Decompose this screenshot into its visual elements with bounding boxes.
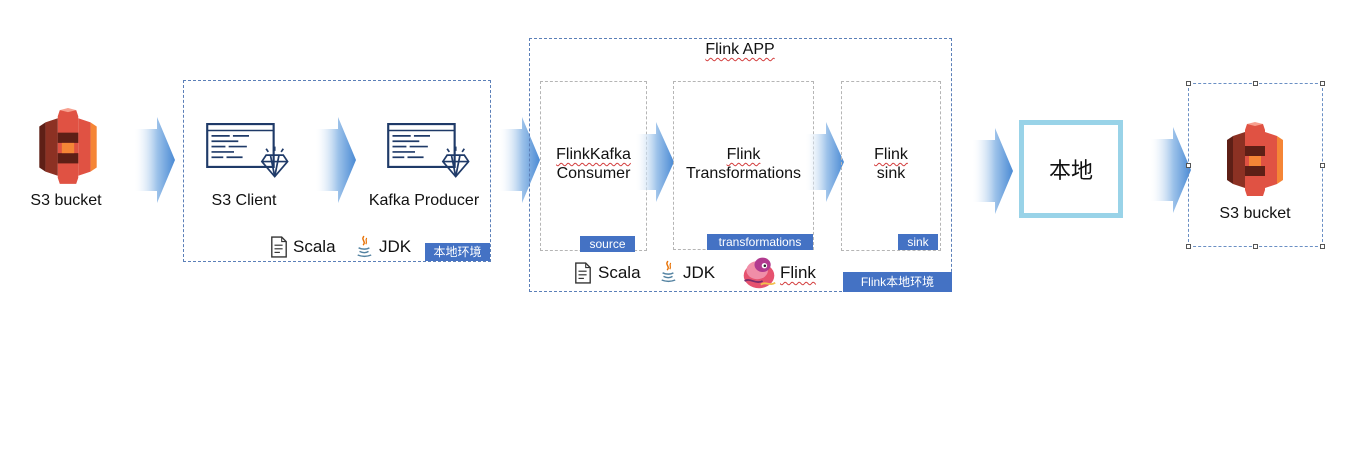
- resize-handle[interactable]: [1253, 244, 1258, 249]
- flow-arrow: [636, 122, 674, 202]
- resize-handle[interactable]: [1320, 244, 1325, 249]
- s3-client-code-icon: [204, 123, 294, 183]
- resize-handle[interactable]: [1253, 81, 1258, 86]
- local-env-tag: 本地环境: [425, 243, 490, 261]
- flow-arrow: [500, 117, 540, 203]
- s3-bucket-icon: [1222, 120, 1288, 200]
- flow-arrow: [973, 128, 1013, 214]
- jdk-label: JDK: [683, 263, 716, 282]
- document-icon: [574, 262, 592, 284]
- s3-bucket-icon: [34, 106, 102, 188]
- transformations-label: Flink Transformations: [686, 146, 801, 182]
- flow-arrow: [1151, 127, 1191, 213]
- local-node-box: 本地: [1019, 120, 1123, 218]
- java-icon: [659, 259, 677, 283]
- resize-handle[interactable]: [1186, 81, 1191, 86]
- document-icon: [270, 236, 288, 258]
- local-node-label: 本地: [1048, 158, 1093, 183]
- flow-arrow: [806, 122, 844, 202]
- flink-logo-icon: [741, 254, 777, 290]
- resize-handle[interactable]: [1320, 163, 1325, 168]
- flink-label: Flink: [780, 263, 816, 282]
- s3-client-label: S3 Client: [211, 192, 277, 209]
- sink-box: [841, 81, 941, 251]
- flink-app-title: Flink APP: [705, 41, 775, 58]
- resize-handle[interactable]: [1186, 163, 1191, 168]
- scala-label: Scala: [598, 263, 641, 282]
- resize-handle[interactable]: [1186, 244, 1191, 249]
- consumer-label: FlinkKafka Consumer: [556, 146, 631, 182]
- scala-label: Scala: [293, 237, 336, 256]
- source-bucket-label: S3 bucket: [30, 192, 102, 209]
- jdk-label: JDK: [379, 237, 412, 256]
- flink-app-group: [529, 38, 952, 292]
- transformations-tag: transformations: [707, 234, 813, 250]
- kafka-producer-label: Kafka Producer: [368, 192, 480, 209]
- local-env-group: [183, 80, 491, 262]
- kafka-producer-code-icon: [385, 123, 475, 183]
- flow-arrow: [316, 117, 356, 203]
- sink-label: Flink sink: [874, 146, 908, 182]
- flow-arrow: [135, 117, 175, 203]
- java-icon: [355, 234, 373, 258]
- source-tag: source: [580, 236, 635, 252]
- sink-tag: sink: [898, 234, 938, 250]
- resize-handle[interactable]: [1320, 81, 1325, 86]
- target-bucket-label: S3 bucket: [1219, 205, 1291, 222]
- flink-env-tag: Flink本地环境: [843, 272, 952, 292]
